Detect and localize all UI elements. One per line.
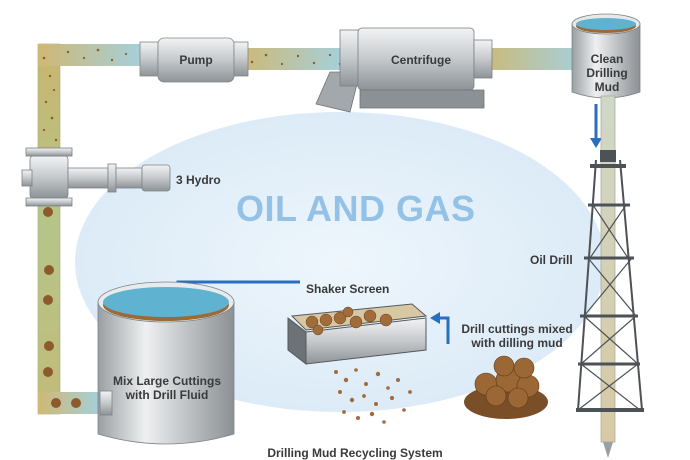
headline: OIL AND GAS [236,188,476,229]
centrifuge-label: Centrifuge [391,53,451,67]
pipe-network [37,43,596,415]
cuttings-label-line2: with dilling mud [471,336,563,350]
clean-mud-label-line3: Mud [594,80,620,94]
diagram-caption: Drilling Mud Recycling System [267,446,443,460]
clean-mud-label-line2: Drilling [586,66,628,80]
hydro-label: 3 Hydro [176,173,221,187]
oil-drill-label: Oil Drill [530,253,573,267]
shaker-screen [287,303,428,366]
mix-tank-label-line1: Mix Large Cuttings [112,374,221,388]
pump [139,37,249,83]
cuttings-label-line1: Drill cuttings mixed [461,322,573,336]
derrick-crown [600,150,616,162]
pump-label: Pump [179,53,213,67]
pipe-cuttings [42,48,342,408]
mix-tank-label-line2: with Drill Fluid [125,388,209,402]
falling-particles [334,368,412,424]
centrifuge [315,27,493,113]
drill-bit [603,442,613,458]
hydrocyclone-valve [21,147,171,207]
oil-drill-derrick [576,159,644,412]
shaker-screen-label: Shaker Screen [306,282,390,296]
cuttings-pile [464,355,548,419]
clean-mud-tank [571,13,641,99]
clean-mud-label-line1: Clean [590,52,624,66]
mix-tank [97,281,235,445]
